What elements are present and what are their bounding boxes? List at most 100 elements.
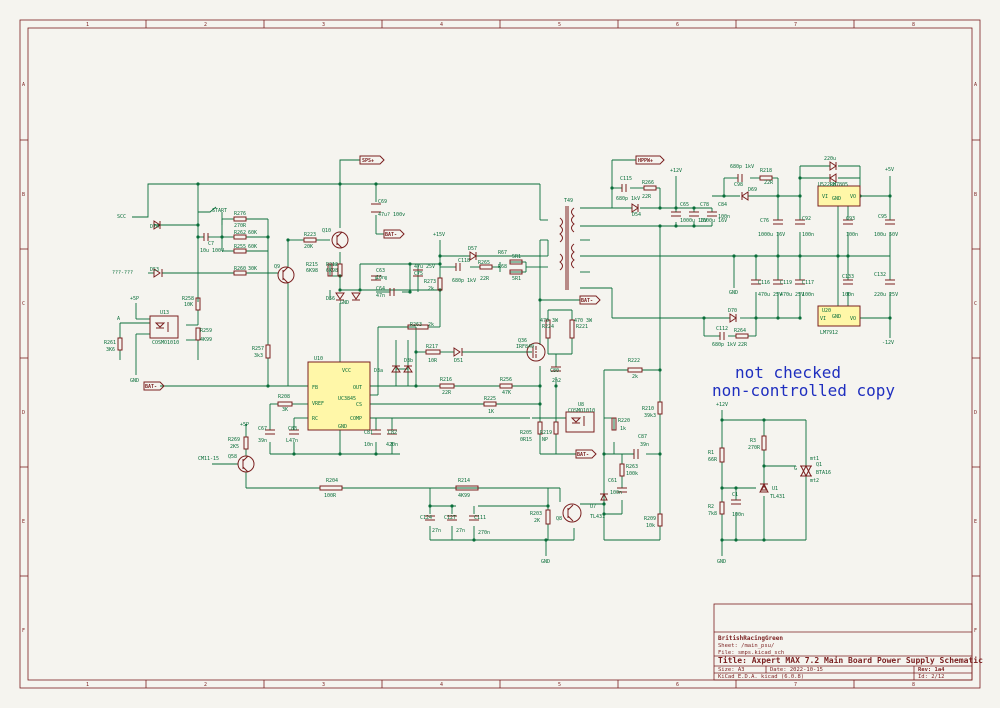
title-size: Size: A3 <box>718 667 745 673</box>
pin-u20-gnd: GND <box>832 314 841 320</box>
val-d-b: 22Ro <box>824 182 836 188</box>
ref-c117: C117 <box>802 280 814 286</box>
pin-vcc: VCC <box>342 368 351 374</box>
val-c65: 1000u 16V <box>680 218 707 224</box>
val-r1: 66R <box>708 457 718 463</box>
pin-u5-vi: VI <box>822 194 828 200</box>
resistor-r3 <box>761 435 767 451</box>
pin-rc: RC <box>312 416 318 422</box>
ref-r262: R262 <box>234 230 246 236</box>
ref-r204: R204 <box>326 478 338 484</box>
ref-c75: C75 <box>414 271 423 277</box>
ref-c112: C112 <box>716 326 728 332</box>
resistor-r204 <box>319 485 343 491</box>
resistor-r216 <box>439 383 455 389</box>
ref-c115: C115 <box>620 176 632 182</box>
ref-q58: Q58 <box>228 454 237 460</box>
val-r225: 1K <box>488 409 494 415</box>
frame-column-labels: 1 2 3 4 5 6 7 8 1 2 3 4 5 6 7 8 <box>86 22 915 688</box>
pin-comp: COMP <box>350 416 362 422</box>
val-c117: 100n <box>802 292 814 298</box>
ref-u5: U5 <box>818 182 824 188</box>
net-plus-12v: +12V <box>716 402 728 408</box>
ref-q9: Q9 <box>274 264 280 270</box>
val-r203: 2K <box>534 518 540 524</box>
resistor-r265 <box>479 264 493 270</box>
col-label: 3 <box>322 22 325 28</box>
ref-c124: C124 <box>420 515 432 521</box>
ref-u10: U10 <box>314 356 323 362</box>
val-r204: 100R <box>324 493 337 499</box>
col-label: 8 <box>912 682 915 688</box>
net-gnd: GND <box>729 290 738 296</box>
optocoupler-u13 <box>149 315 179 339</box>
resistor-r264 <box>735 333 749 339</box>
val-d-a: 220u <box>824 156 836 162</box>
ref-r263: R263 <box>410 322 422 328</box>
col-label: 7 <box>794 22 797 28</box>
ref-r273: R273 <box>424 279 436 285</box>
ref-c64: C64 <box>376 286 385 292</box>
col-label: 2 <box>204 22 207 28</box>
val-r2: 7k8 <box>708 511 717 517</box>
ref-c1: C1 <box>732 492 738 498</box>
resistor-r269 <box>243 436 249 450</box>
val-q36: IRF840 <box>516 344 534 350</box>
ref-u13: U13 <box>160 310 169 316</box>
net-plus-5v: +5V <box>885 167 894 173</box>
pin-cs: CS <box>356 402 362 408</box>
ref-r2: R2 <box>708 504 714 510</box>
val-u5: LM7805 <box>830 182 848 188</box>
ref-c132: C132 <box>874 272 886 278</box>
val-c133: 100n <box>842 292 854 298</box>
component-labels: D74 R276 270R R262 60K R255 60K C7 10u 1… <box>104 156 898 536</box>
ref-r223: R223 <box>304 232 316 238</box>
val-c76: 1000u 16V <box>758 232 785 238</box>
ref-c95: C95 <box>878 214 887 220</box>
regulator-u20 <box>817 305 861 327</box>
val-r260: 30K <box>248 266 257 272</box>
ref-t49: T49 <box>564 198 573 204</box>
pin-u5-vo: VO <box>850 194 856 200</box>
resistor-r263 <box>407 324 429 330</box>
ref-r208: R208 <box>278 394 290 400</box>
optocoupler-u8 <box>565 411 595 433</box>
ref-r257: R257 <box>252 346 264 352</box>
ref-c80: C80 <box>550 368 559 374</box>
ref-r269: R269 <box>228 437 240 443</box>
resistor-r2 <box>719 501 725 515</box>
resistor-r260 <box>233 270 247 276</box>
val-r215: 6K98 <box>306 268 318 274</box>
col-label: 8 <box>912 22 915 28</box>
watermark-line1: not checked <box>735 363 841 382</box>
ref-c83: C83 <box>288 426 297 432</box>
ref-r258: R258 <box>182 296 194 302</box>
capacitor-group <box>203 174 895 521</box>
title-tool: KiCad E.D.A. kicad (6.0.8) <box>718 674 804 680</box>
net-gnd: GND <box>717 559 726 565</box>
val-r218: 22R <box>764 180 774 186</box>
ref-c98: C98 <box>734 182 743 188</box>
net-a: A <box>117 316 120 322</box>
ref-d70: D70 <box>728 308 737 314</box>
ref-r225: R225 <box>484 396 496 402</box>
net-bat-minus: BAT- <box>145 384 157 390</box>
val-u8: COSMO1010 <box>568 408 595 414</box>
net-gnd: GND <box>130 378 139 384</box>
net-plus-5p: +5P <box>130 296 139 302</box>
val-c83: L47n <box>286 438 298 444</box>
val-c80: 2n2 <box>552 378 561 384</box>
ref-r203: R203 <box>530 511 542 517</box>
val-c61: 100n <box>610 490 622 496</box>
net-minus-12v: -12V <box>882 340 894 346</box>
ref-d57: D57 <box>468 246 477 252</box>
net-bat-minus: BAT- <box>577 452 589 458</box>
resistor-r205 <box>537 421 543 435</box>
pin-mt2: mt2 <box>810 478 819 484</box>
resistor-r218 <box>759 175 773 181</box>
row-label: D <box>974 410 977 416</box>
resistor-r222 <box>627 367 643 373</box>
col-label: 6 <box>676 682 679 688</box>
val-r265: 22R <box>480 276 490 282</box>
val-r263b: 100k <box>626 471 638 477</box>
